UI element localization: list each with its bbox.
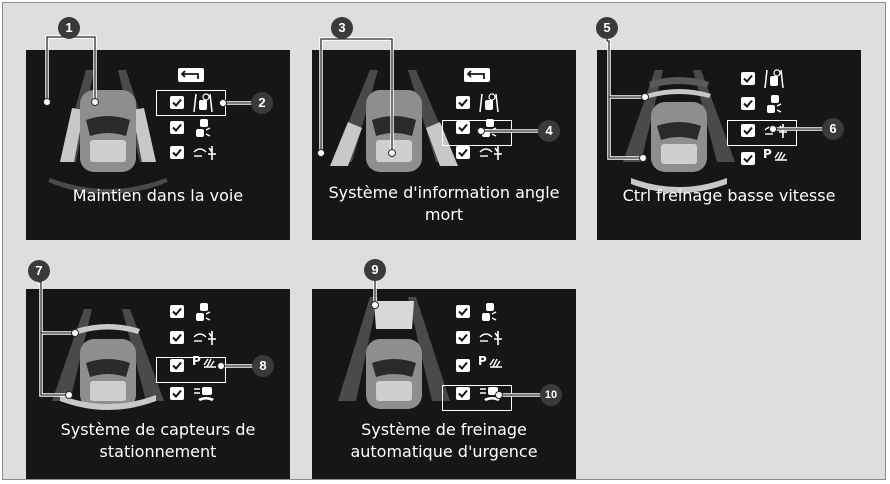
panel-lane-keeping: Maintien dans la voie [26,50,290,240]
callout-6: 6 [822,118,844,140]
low-speed-brake-icon [479,331,502,345]
icon-row-blind-spot [741,93,811,117]
panel-caption: Système d'information angle mort [328,183,560,224]
blind-spot-icon [196,119,211,137]
highlight-box [442,385,512,411]
highlight-box [156,357,226,383]
panel-blind-spot: Système d'information angle mort [312,50,576,240]
icon-row-parking-sensor: P [456,354,526,379]
highlight-box [442,120,512,146]
icon-row-parking-sensor: P [170,354,240,379]
highlight-box [156,90,226,116]
back-arrow-icon[interactable] [178,68,204,82]
lane-keep-icon [479,93,499,113]
callout-10: 10 [540,384,562,406]
callout-1: 1 [58,17,80,39]
blind-spot-icon [482,303,497,321]
icon-row-low-speed-brake [170,142,240,166]
car-top-view [338,297,450,409]
icon-row-low-speed-brake [456,327,526,351]
callout-8: 8 [252,355,274,377]
blind-spot-icon [767,95,782,113]
parking-sensor-icon: P [763,147,803,170]
panel-low-speed-brake: P Ctrl freinage basse vitesse [597,50,861,240]
panel-emergency-brake: P Système de freinage automatique d'urge… [312,289,576,479]
icon-row-lane-keep [170,92,240,116]
icon-row-blind-spot [170,117,240,141]
callout-7: 7 [28,260,50,282]
low-speed-brake-icon [193,146,216,160]
icon-row-emergency-brake [170,383,240,407]
low-speed-brake-icon [479,146,502,160]
callout-2: 2 [251,92,273,114]
callout-4: 4 [538,120,560,142]
panel-caption: Ctrl freinage basse vitesse [622,186,836,205]
icon-row-lane-keep [741,68,811,92]
lane-keep-icon [764,69,784,89]
back-arrow-icon[interactable] [464,68,490,82]
icon-row-lane-keep [456,92,526,116]
lane-keep-icon [193,93,213,113]
icon-row-low-speed-brake [456,142,526,166]
icon-row-parking-sensor: P [741,147,811,172]
emergency-brake-icon [194,387,214,401]
panel-caption: Maintien dans la voie [72,186,244,205]
parking-sensor-icon: P [478,354,518,377]
blind-spot-icon [196,303,211,321]
panel-parking-sensor: P Système de capteurs de stationnement [26,289,290,479]
callout-9: 9 [364,259,386,281]
callout-3: 3 [331,17,353,39]
low-speed-brake-icon [193,331,216,345]
icon-row-blind-spot [170,301,240,325]
parking-sensor-icon: P [192,354,232,377]
highlight-box [727,120,797,146]
icon-row-blind-spot [456,301,526,325]
callout-5: 5 [596,17,618,39]
icon-row-low-speed-brake [170,327,240,351]
panel-caption: Système de capteurs de stationnement [60,420,256,461]
panel-caption: Système de freinage automatique d'urgenc… [350,420,538,461]
car-top-view [48,70,168,194]
